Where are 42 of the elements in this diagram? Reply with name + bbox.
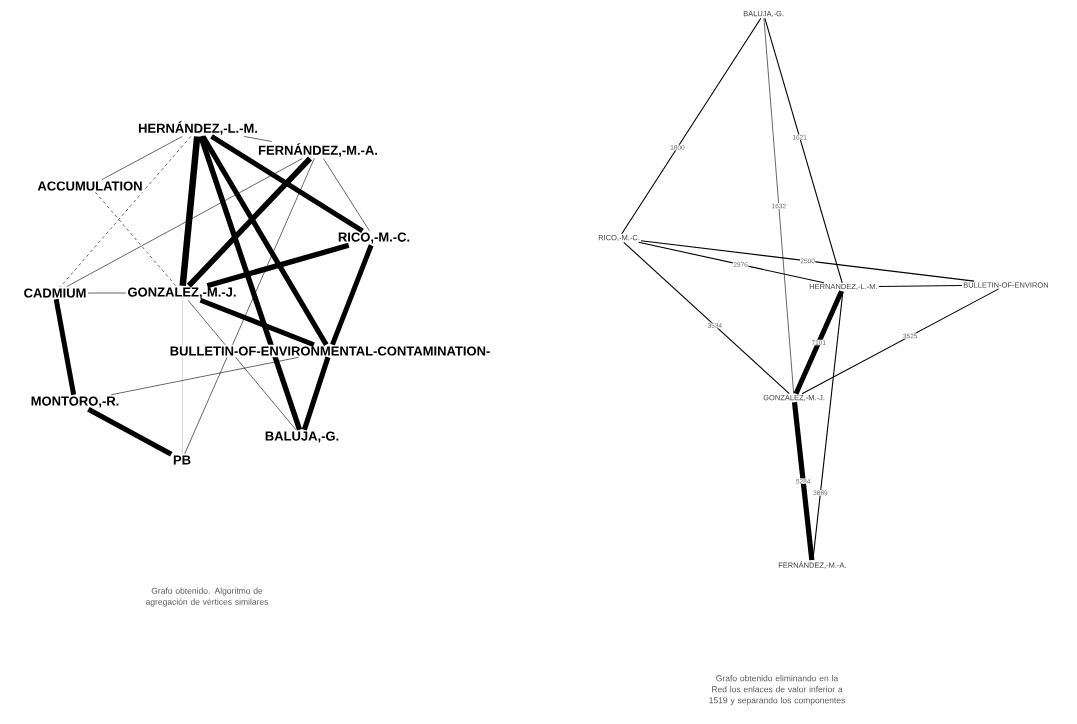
connector-line xyxy=(206,242,350,289)
connector-line xyxy=(60,136,191,287)
node-label: BALUJA,-G. xyxy=(265,431,339,443)
connector-line xyxy=(640,240,975,282)
connector-line xyxy=(638,241,825,284)
connector-line xyxy=(793,290,844,395)
connector-line xyxy=(53,298,77,396)
connector-line xyxy=(87,292,127,294)
connector-line xyxy=(198,135,303,431)
connector-line xyxy=(243,136,273,142)
node-label: MONTORO,-R. xyxy=(31,396,119,408)
connector-line xyxy=(330,244,374,346)
node-label: GONZALEZ,-M.-J. xyxy=(128,287,236,299)
connector-line xyxy=(791,402,815,561)
caption: Grafo obtenido. Algoritmo de agregación de vértices similares xyxy=(145,587,269,607)
connector-line xyxy=(210,134,364,233)
node-label: HERNÁNDEZ,-L.-M. xyxy=(138,121,258,135)
node-label: CADMIUM xyxy=(24,288,86,298)
connector-line xyxy=(199,297,315,348)
node-label: FERNÁNDEZ,-M.-A. xyxy=(258,143,378,157)
connector-line xyxy=(184,158,315,455)
connector-line xyxy=(66,158,303,287)
connector-line xyxy=(764,17,843,284)
connector-line xyxy=(621,17,762,235)
connector-line xyxy=(179,136,201,287)
connector-line xyxy=(301,356,331,431)
node-label: ACCUMULATION xyxy=(37,181,142,191)
node-label: RICO,-M.-C. xyxy=(338,232,410,244)
node-label: PB xyxy=(173,455,191,465)
connector-line xyxy=(186,156,312,288)
connector-line xyxy=(187,299,297,431)
connector-line xyxy=(878,285,963,288)
connector-line xyxy=(323,158,370,232)
connector-line xyxy=(87,406,173,457)
caption: Grafo obtenido eliminando en la Red los enlaces de valor inferior a 1519 y separando los componentes xyxy=(709,675,845,705)
connector-line xyxy=(110,357,299,396)
node-label: BULLETIN-OF-ENVIRONMENTAL-CONTAMINATION- xyxy=(170,346,490,356)
connector-line xyxy=(95,192,177,287)
connector-line xyxy=(101,136,183,180)
connector-line xyxy=(623,241,790,395)
connector-line xyxy=(801,288,1000,395)
connector-line xyxy=(763,18,794,394)
